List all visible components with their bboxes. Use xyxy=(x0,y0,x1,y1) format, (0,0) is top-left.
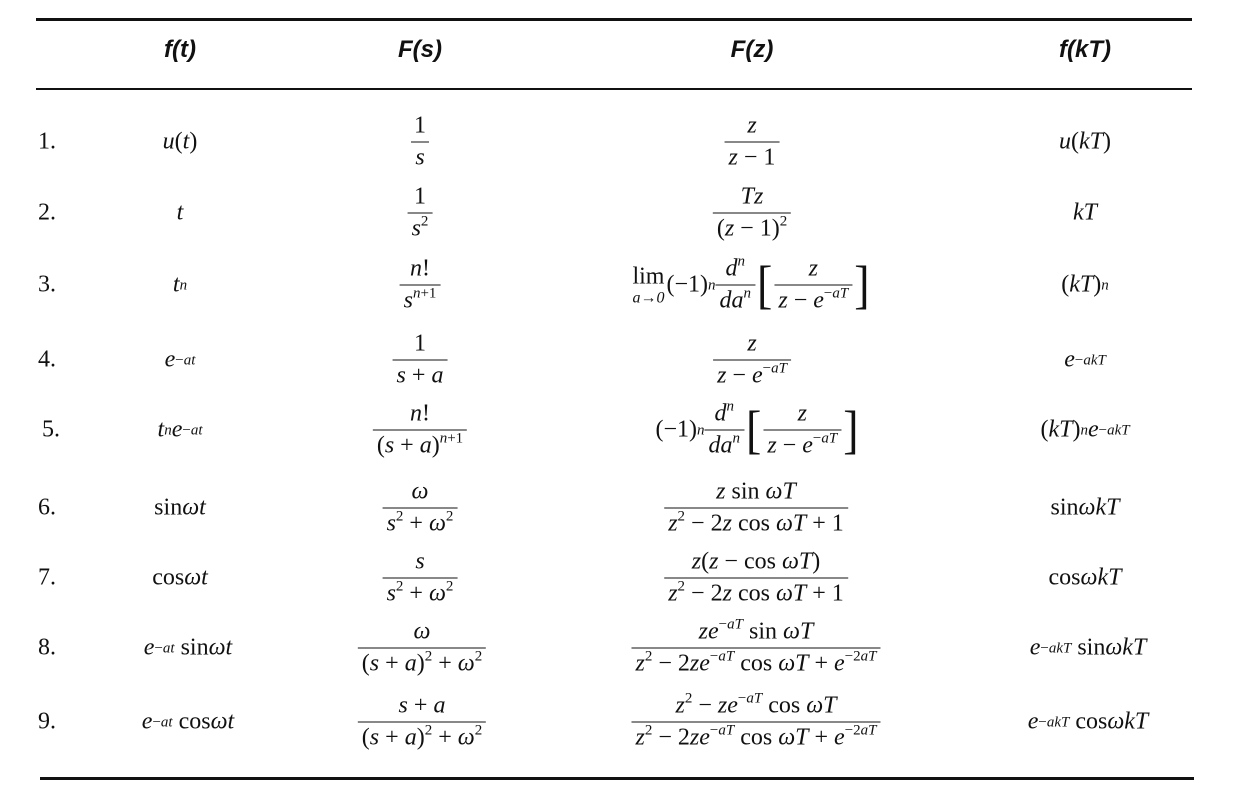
row4-ft: e−at xyxy=(164,346,196,373)
row-number: 9. xyxy=(38,708,56,735)
row6-fkT: sin ωkT xyxy=(1050,494,1120,521)
row8-Fs: ω(s + a)2 + ω2 xyxy=(357,619,487,678)
row3-fkT: (kT)n xyxy=(1061,271,1109,298)
row-number: 7. xyxy=(38,564,56,591)
header-Fz: F(z) xyxy=(730,36,774,63)
header-Fs: F(s) xyxy=(398,36,442,63)
row4-fkT: e−akT xyxy=(1064,346,1106,373)
row9-ft: e−at cos ωt xyxy=(141,708,235,735)
row1-ft: u(t) xyxy=(162,128,198,155)
row-number: 5. xyxy=(42,416,60,443)
row2-ft: t xyxy=(176,199,184,226)
row-number: 3. xyxy=(38,271,56,298)
row7-fkT: cos ωkT xyxy=(1048,564,1122,591)
row7-ft: cos ωt xyxy=(152,564,208,591)
header-fkT: f(kT) xyxy=(1059,36,1111,63)
row-number: 1. xyxy=(38,128,56,155)
bottom-rule xyxy=(40,777,1194,780)
row6-ft: sin ωt xyxy=(154,494,206,521)
row9-Fs: s + a(s + a)2 + ω2 xyxy=(357,693,487,752)
row7-Fz: z(z − cos ωT)z2 − 2z cos ωT + 1 xyxy=(664,549,848,608)
row-number: 6. xyxy=(38,494,56,521)
row-number: 2. xyxy=(38,199,56,226)
header-rule xyxy=(36,88,1192,90)
row3-Fs: n!sn+1 xyxy=(399,256,441,315)
row8-fkT: e−akT sin ωkT xyxy=(1029,634,1147,661)
row8-ft: e−at sin ωt xyxy=(143,634,233,661)
row5-Fs: n!(s + a)n+1 xyxy=(372,401,468,460)
row2-Fz: Tz(z − 1)2 xyxy=(712,184,792,243)
header-ft: f(t) xyxy=(164,36,196,63)
row-number: 8. xyxy=(38,634,56,661)
top-rule xyxy=(36,18,1192,21)
row1-fkT: u(kT) xyxy=(1059,128,1111,155)
row-number: 4. xyxy=(38,346,56,373)
row2-fkT: kT xyxy=(1073,199,1097,226)
row9-fkT: e−akT cos ωkT xyxy=(1027,708,1149,735)
